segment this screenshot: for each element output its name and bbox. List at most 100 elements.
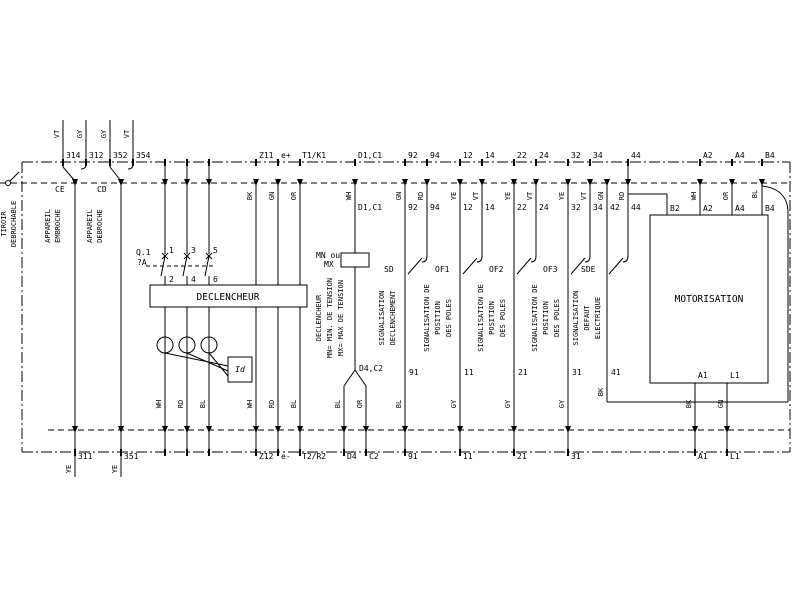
terminal-z11: Z11	[259, 151, 274, 160]
of3-desc-2: POSITION	[542, 301, 550, 335]
wire-color-gy-312: GY	[76, 129, 84, 138]
pole-4: 4	[191, 275, 196, 284]
of3-desc-3: DES POLES	[553, 299, 561, 337]
earth-fault-label: Id	[235, 365, 245, 374]
terminal-ticks-bottom	[74, 449, 728, 456]
terminal-92: 92	[408, 151, 418, 160]
wire-color-wh-pole1: WH	[155, 400, 163, 408]
wire-color-vt-14: VT	[472, 191, 480, 200]
terminal-314: 314	[66, 151, 81, 160]
wire-color-wh: WH	[345, 192, 353, 200]
terminal-22: 22	[517, 151, 527, 160]
coil-tag-mn: MN ou	[316, 251, 340, 260]
pole-2: 2	[169, 275, 174, 284]
terminal-351: 351	[124, 452, 139, 461]
sde-desc-3: ELECTRIQUE	[594, 297, 602, 339]
terminal-b4: B4	[765, 151, 775, 160]
contact-of1-tag: OF1	[435, 265, 450, 274]
wire-color-ye-311: YE	[65, 465, 73, 473]
motor-terminal-a2: A2	[703, 204, 713, 213]
terminal-311: 311	[78, 452, 93, 461]
wire-color-gy-11: GY	[450, 399, 458, 408]
terminal-94: 94	[430, 151, 440, 160]
terminal-d1c1: D1,C1	[358, 151, 382, 160]
terminal-t2r2: T2/R2	[302, 452, 326, 461]
motor-terminal-l1: L1	[730, 371, 740, 380]
wire-color-gn-l1: GN	[717, 400, 725, 408]
label-34-2: 34	[593, 203, 603, 212]
terminal-a2: A2	[703, 151, 713, 160]
wire-color-or-a4: OR	[722, 191, 730, 200]
plug-contact-rows	[11, 182, 790, 431]
label-42-2: 42	[610, 203, 620, 212]
terminal-l1: L1	[730, 452, 740, 461]
terminal-21: 21	[517, 452, 527, 461]
wire-color-bk: BK	[246, 191, 254, 200]
wire-color-gn-92: GN	[395, 192, 403, 200]
wire-color-rd-pole3: RD	[177, 400, 185, 408]
earth-fault-box	[227, 356, 253, 383]
pole-6: 6	[213, 275, 218, 284]
sd-desc-2: DECLENCHEMENT	[389, 290, 397, 346]
sde-desc-1: SIGNALISATION	[572, 291, 580, 346]
wire-color-wh-z12: WH	[246, 400, 254, 408]
contact-sd-tag: SD	[384, 265, 394, 274]
coil-desc-1: DECLENCHEUR	[315, 294, 323, 341]
wire-color-vt-34: VT	[580, 191, 588, 200]
wire-color-bl-pole5: BL	[199, 400, 207, 408]
label-44-2: 44	[631, 203, 641, 212]
current-transformers	[156, 336, 218, 354]
cd-desc-2: DEBROCHE	[96, 209, 104, 243]
terminal-14: 14	[485, 151, 495, 160]
label-31-mid: 31	[572, 368, 582, 377]
wire-color-vt-314: VT	[53, 129, 61, 138]
pole-1: 1	[169, 246, 174, 255]
wire-color-wh-a2: WH	[690, 192, 698, 200]
wire-color-bl-t2r2: BL	[290, 400, 298, 408]
wire-color-bl-d4: BL	[334, 400, 342, 408]
wire-color-rd-44: RD	[618, 192, 626, 200]
terminal-32: 32	[571, 151, 581, 160]
undervoltage-coil	[340, 252, 370, 268]
motor-label: MOTORISATION	[675, 294, 744, 305]
label-41-mid: 41	[611, 368, 621, 377]
terminal-91: 91	[408, 452, 418, 461]
pole-3: 3	[191, 246, 196, 255]
wire-color-rd-94: RD	[417, 192, 425, 200]
terminal-z12: Z12	[259, 452, 274, 461]
wire-color-ye-351: YE	[111, 465, 119, 473]
wire-color-bl-91: BL	[395, 400, 403, 408]
label-91-mid: 91	[409, 368, 419, 377]
terminal-11: 11	[463, 452, 473, 461]
sd-desc-1: SIGNALISATION	[378, 291, 386, 346]
label-d1c1-2: D1,C1	[358, 203, 382, 212]
wire-color-gy-21: GY	[504, 399, 512, 408]
label-94-2: 94	[430, 203, 440, 212]
of2-desc-3: DES POLES	[499, 299, 507, 337]
motor-box	[649, 214, 769, 384]
motor-terminal-a4: A4	[735, 204, 745, 213]
trip-unit-label: DECLENCHEUR	[197, 292, 260, 303]
label-21-mid: 21	[518, 368, 528, 377]
label-22-2: 22	[517, 203, 527, 212]
wire-color-ye-22: YE	[504, 192, 512, 200]
label-32-2: 32	[571, 203, 581, 212]
terminal-312: 312	[89, 151, 104, 160]
of2-desc-2: POSITION	[488, 301, 496, 335]
breaker-tag: Q.1	[136, 248, 151, 257]
terminal-e-minus: e-	[281, 452, 291, 461]
contact-of3-tag: OF3	[543, 265, 558, 274]
drawer-desc-2: DEBROCHABLE	[10, 201, 18, 247]
label-24-2: 24	[539, 203, 549, 212]
label-14-2: 14	[485, 203, 495, 212]
wire-color-ye-12: YE	[450, 192, 458, 200]
cd-desc-1: APPAREIL	[86, 209, 94, 243]
terminal-354: 354	[136, 151, 151, 160]
terminal-34: 34	[593, 151, 603, 160]
label-d4c2-mid: D4,C2	[359, 364, 383, 373]
wire-color-or-c2: OR	[356, 399, 364, 408]
wire-color-gn-42: GN	[597, 192, 605, 200]
wire-color-vt-354: VT	[123, 129, 131, 138]
